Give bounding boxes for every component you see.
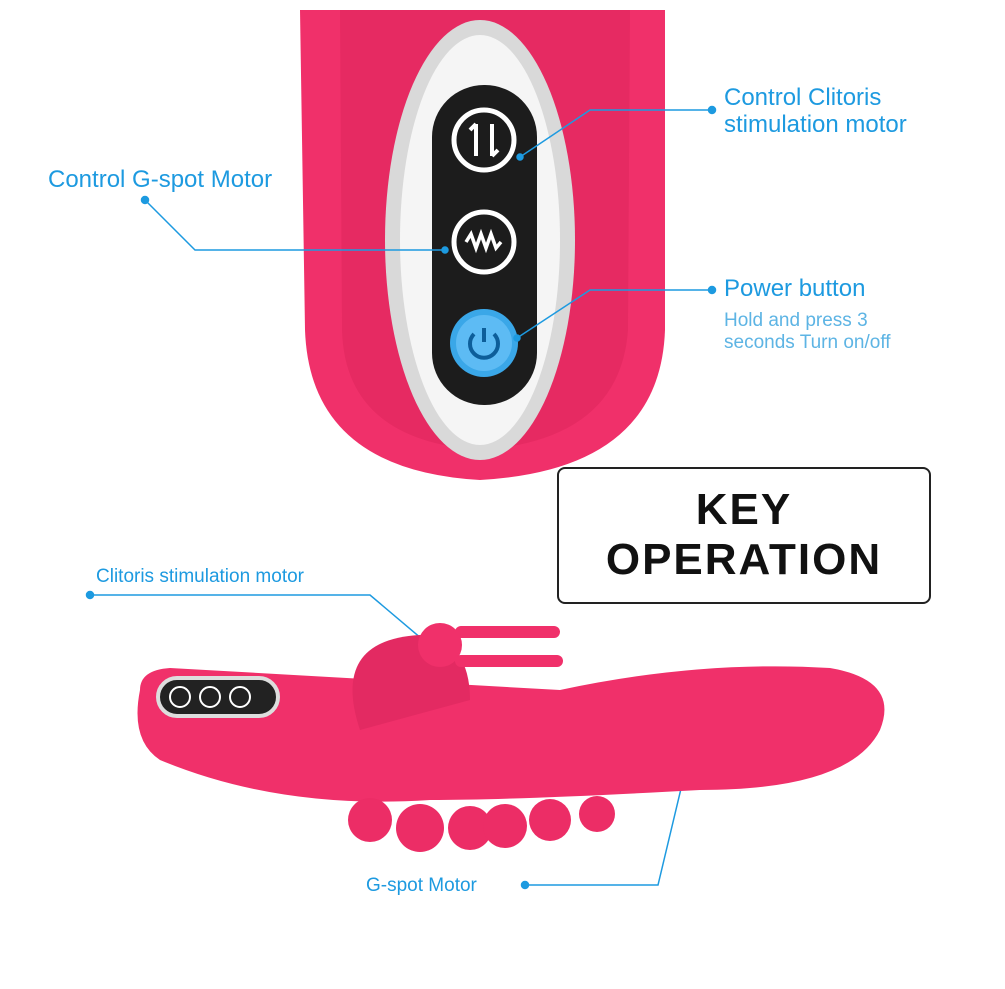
product-side-view [137,623,885,852]
gspot-motor-label: G-spot Motor [366,875,477,896]
desc-line: Hold and press 3 [724,310,868,331]
power-button-icon [450,309,518,377]
gspot-control-button-icon [451,209,517,275]
title-line-2: OPERATION [605,535,883,584]
desc-line: seconds Turn on/off [724,332,891,353]
power-button-label: Power button [724,275,866,302]
clitoris-motor-label: Clitoris stimulation motor [96,566,304,587]
key-operation-title-box: KEY OPERATION [557,467,931,604]
label-line: stimulation motor [724,111,907,138]
label-line: Control Clitoris [724,84,882,111]
power-button-description: Hold and press 3 seconds Turn on/off [724,310,891,354]
clitoris-control-button-icon [451,107,517,173]
title-line-1: KEY [695,485,793,534]
gspot-control-label: Control G-spot Motor [48,166,273,193]
clitoris-control-label: Control Clitoris stimulation motor [724,84,907,138]
